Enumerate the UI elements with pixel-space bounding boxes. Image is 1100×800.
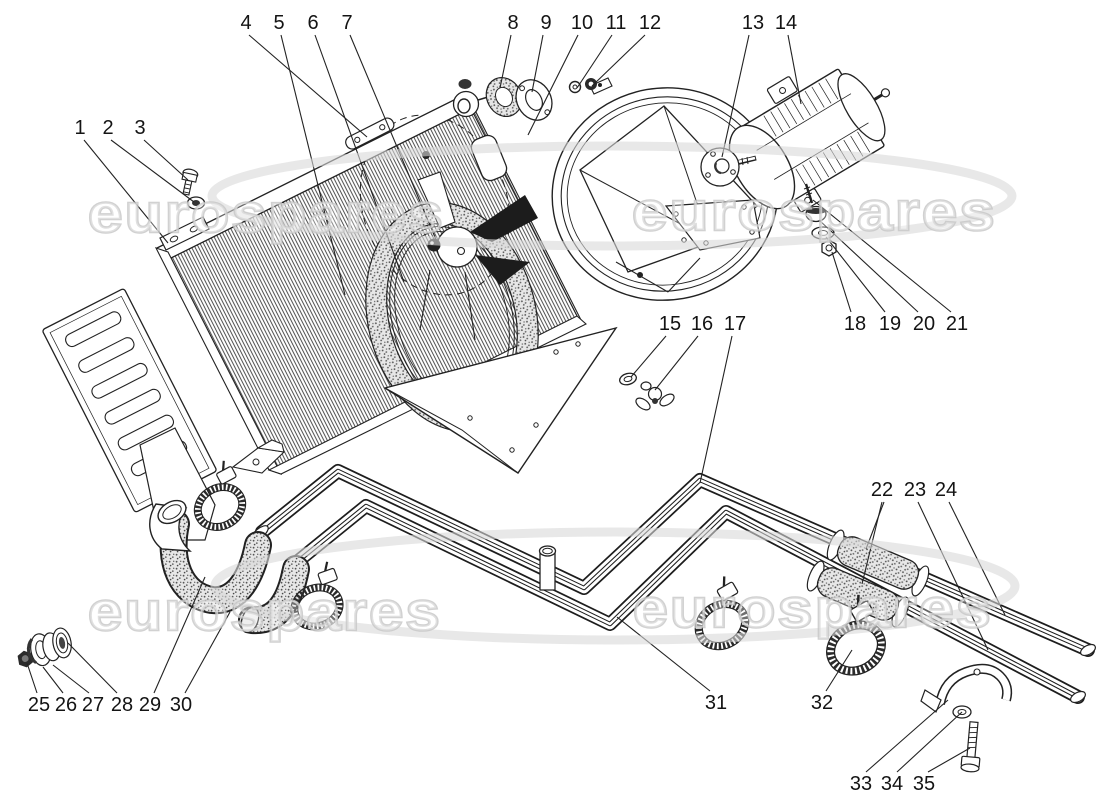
- washer-11: [568, 80, 582, 94]
- part-number-11[interactable]: 11: [606, 12, 627, 34]
- watermark-text: eurospares: [88, 580, 442, 642]
- leader-line-26: [42, 666, 64, 694]
- tank-outlet-elbow: [149, 499, 192, 552]
- rear-shroud-plate: [664, 199, 761, 251]
- leader-line-33: [865, 699, 949, 773]
- part-number-6[interactable]: 6: [307, 12, 318, 34]
- leader-line-3: [143, 139, 189, 181]
- part-number-2[interactable]: 2: [102, 117, 113, 139]
- radiator-bottom-bracket: [231, 439, 286, 474]
- part-number-17[interactable]: 17: [724, 313, 746, 335]
- part-number-4[interactable]: 4: [240, 12, 251, 34]
- leader-line-2: [110, 139, 195, 203]
- leader-line-8: [499, 34, 512, 89]
- leader-line-35: [927, 747, 971, 773]
- watermark-swoosh-top: [207, 141, 1017, 251]
- part-number-28[interactable]: 28: [111, 694, 133, 716]
- leader-line-31: [616, 616, 711, 692]
- leader-line-10: [527, 34, 579, 136]
- part-number-10[interactable]: 10: [571, 12, 593, 34]
- leader-line-32: [825, 649, 853, 692]
- part-number-33[interactable]: 33: [850, 773, 872, 795]
- part-number-9[interactable]: 9: [540, 12, 551, 34]
- fan-blade-2: [417, 171, 456, 229]
- leader-line-16: [654, 335, 699, 391]
- washer-12: [585, 78, 597, 90]
- leader-line-9: [531, 34, 544, 93]
- leader-line-7: [349, 34, 438, 243]
- drain-parts: [17, 627, 72, 668]
- leader-line-21: [812, 199, 952, 313]
- part-number-18[interactable]: 18: [844, 313, 866, 335]
- fan-blade-dark-1: [470, 195, 538, 242]
- watermark-text: eurospares: [632, 180, 997, 242]
- part-number-23[interactable]: 23: [904, 479, 926, 501]
- gasket-8: [485, 77, 523, 117]
- part-number-7[interactable]: 7: [341, 12, 352, 34]
- watermark-text: eurospares: [88, 182, 445, 244]
- watermark-swoosh-bottom: [210, 527, 1020, 645]
- wing-bolt-16: [635, 381, 675, 411]
- part-number-32[interactable]: 32: [811, 692, 833, 714]
- bolt-35: [960, 721, 981, 773]
- part-number-3[interactable]: 3: [134, 117, 145, 139]
- rail-strap-bracket: [345, 117, 395, 150]
- part-number-16[interactable]: 16: [691, 313, 713, 335]
- leader-line-11: [576, 34, 613, 89]
- part-number-15[interactable]: 15: [659, 313, 681, 335]
- part-number-20[interactable]: 20: [913, 313, 935, 335]
- screw-3: [181, 168, 199, 196]
- leader-line-12: [591, 34, 646, 87]
- front-shroud-rivets: [467, 341, 581, 453]
- leader-line-25: [26, 662, 38, 694]
- watermark: eurospares eurospares eurospares eurospa…: [87, 141, 1020, 645]
- leader-line-1: [83, 139, 169, 244]
- part-number-26[interactable]: 26: [55, 694, 77, 716]
- part-number-8[interactable]: 8: [507, 12, 518, 34]
- leader-line-27: [52, 664, 90, 694]
- leader-line-17: [699, 335, 733, 484]
- part-number-34[interactable]: 34: [881, 773, 903, 795]
- part-number-24[interactable]: 24: [935, 479, 957, 501]
- leader-line-15: [630, 335, 667, 378]
- part-number-13[interactable]: 13: [742, 12, 764, 34]
- fan-blade-dark-3: [475, 255, 530, 285]
- part-number-1[interactable]: 1: [74, 117, 85, 139]
- part-number-12[interactable]: 12: [639, 12, 661, 34]
- radiator-hoses: [149, 459, 352, 637]
- bleed-washer-15: [619, 372, 637, 386]
- leader-line-29: [153, 576, 206, 694]
- fan-position-dashed-outline: [359, 114, 511, 296]
- leader-line-19: [825, 236, 886, 313]
- front-fan: [365, 151, 618, 474]
- bell-28: [52, 627, 72, 659]
- leader-line-4: [248, 34, 368, 138]
- watermark-text: eurospares: [633, 577, 993, 639]
- leader-line-13: [721, 34, 750, 158]
- part-number-22[interactable]: 22: [871, 479, 893, 501]
- part-number-21[interactable]: 21: [946, 313, 968, 335]
- part-number-14[interactable]: 14: [775, 12, 797, 34]
- part-number-27[interactable]: 27: [82, 694, 104, 716]
- leader-line-34: [896, 711, 963, 773]
- leader-line-23: [917, 501, 989, 651]
- part-number-5[interactable]: 5: [273, 12, 284, 34]
- part-number-29[interactable]: 29: [139, 694, 161, 716]
- leader-line-18: [831, 251, 852, 313]
- radiator-corner-bracket: [159, 216, 210, 251]
- part-number-19[interactable]: 19: [879, 313, 901, 335]
- front-shroud-plate: [383, 326, 618, 474]
- pipe-filler-stub: [538, 545, 557, 591]
- leader-line-14: [787, 34, 802, 105]
- part-number-30[interactable]: 30: [170, 694, 192, 716]
- leader-line-28: [67, 642, 118, 694]
- radiator-outlet-boss: [452, 79, 489, 118]
- part-number-35[interactable]: 35: [913, 773, 935, 795]
- leader-line-30: [184, 611, 231, 694]
- part-number-31[interactable]: 31: [705, 692, 727, 714]
- pipe-support-bracket-33: [920, 663, 1013, 713]
- part-number-25[interactable]: 25: [28, 694, 50, 716]
